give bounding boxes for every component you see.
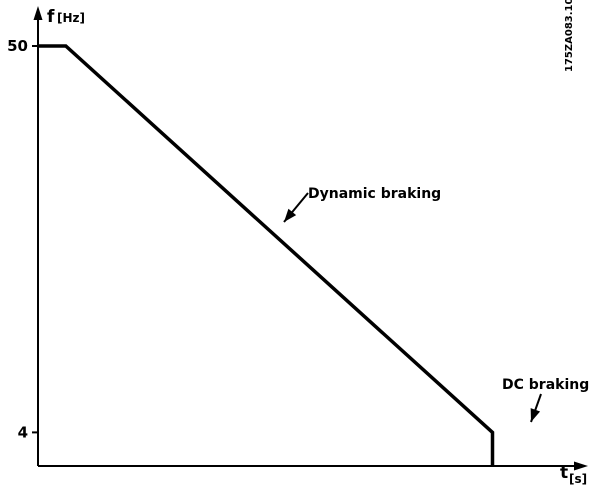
x-axis-label: t bbox=[560, 463, 568, 483]
y-tick-group: 50 4 bbox=[7, 37, 38, 441]
x-axis-unit: [s] bbox=[569, 472, 587, 486]
x-axis-arrow bbox=[574, 461, 588, 471]
figure-code: 175ZA083.10 bbox=[564, 0, 575, 72]
annotation-label: Dynamic braking bbox=[308, 186, 441, 202]
annotation-arrowhead bbox=[530, 408, 541, 422]
y-tick-label: 50 bbox=[7, 37, 28, 55]
annotation-group: Dynamic braking DC braking bbox=[283, 186, 589, 423]
y-tick-label: 4 bbox=[18, 423, 28, 441]
y-axis-label: f bbox=[47, 7, 55, 27]
y-axis-unit: [Hz] bbox=[57, 11, 85, 25]
series-line bbox=[38, 44, 495, 466]
annotation-label: DC braking bbox=[502, 377, 589, 393]
annotation-arrowhead bbox=[284, 208, 297, 222]
y-axis-arrow bbox=[33, 6, 43, 20]
